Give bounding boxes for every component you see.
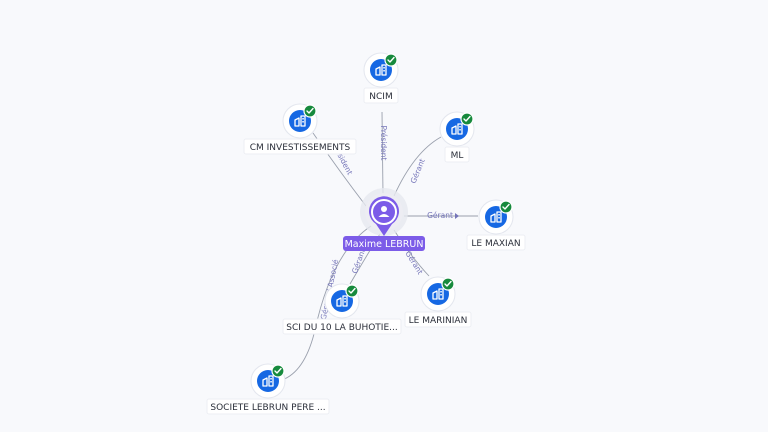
company-node-ml[interactable]: ML xyxy=(439,111,475,163)
verified-check-icon xyxy=(460,112,474,126)
edge-line xyxy=(393,136,442,197)
center-node[interactable]: Maxime LEBRUN xyxy=(343,188,425,251)
node-label-bg xyxy=(466,234,526,251)
company-label: SOCIETE LEBRUN PERE ... xyxy=(210,403,325,413)
company-label: NCIM xyxy=(369,92,392,102)
edge-label: Gérant xyxy=(403,249,424,276)
person-marker xyxy=(369,196,399,236)
person-icon xyxy=(378,206,390,217)
edge-label: Gérant xyxy=(409,157,427,184)
node-label-bg xyxy=(404,311,472,328)
verified-check-icon xyxy=(499,200,513,214)
company-node-maxian[interactable]: LE MAXIAN xyxy=(466,199,526,251)
edge-r-sci-societe xyxy=(281,333,315,381)
verified-check-icon xyxy=(271,364,285,378)
edge-line xyxy=(314,225,372,331)
company-label: LE MAXIAN xyxy=(471,239,520,249)
edge-line xyxy=(393,229,430,277)
company-node-cm[interactable]: CM INVESTISSEMENTS xyxy=(243,103,357,155)
company-label: SCI DU 10 LA BUHOTIE... xyxy=(286,323,397,333)
company-label: ML xyxy=(451,151,464,161)
edge-r-ml: Gérant xyxy=(393,136,442,197)
company-node-sci[interactable]: SCI DU 10 LA BUHOTIE... xyxy=(282,283,402,335)
node-label-bg xyxy=(243,138,357,155)
nodes-layer: NCIM CM INVESTISSEMENTS ML LE MAXIAN LE MARI… xyxy=(206,52,526,415)
company-label: LE MARINIAN xyxy=(409,316,468,326)
node-label-bg xyxy=(206,398,330,415)
verified-check-icon xyxy=(441,277,455,291)
edge-label: Président xyxy=(379,126,388,161)
node-label-bg xyxy=(363,87,399,104)
company-node-marinian[interactable]: LE MARINIAN xyxy=(404,276,472,328)
edge-r-maxian: Gérant xyxy=(404,211,478,220)
node-label-bg xyxy=(444,146,470,163)
edge-label: Gérant xyxy=(350,247,367,274)
company-node-ncim[interactable]: NCIM xyxy=(363,52,399,104)
verified-check-icon xyxy=(384,53,398,67)
edge-line xyxy=(281,333,315,381)
arrow-icon xyxy=(455,213,459,219)
company-node-societe[interactable]: SOCIETE LEBRUN PERE ... xyxy=(206,363,330,415)
edge-label: Gérant xyxy=(427,211,453,220)
verified-check-icon xyxy=(345,284,359,298)
center-label-bg xyxy=(343,236,425,251)
center-label: Maxime LEBRUN xyxy=(345,239,424,250)
verified-check-icon xyxy=(303,104,317,118)
node-label-bg xyxy=(282,318,402,335)
company-label: CM INVESTISSEMENTS xyxy=(250,143,351,153)
edge-r-ncim: Président xyxy=(379,111,388,195)
edge-line xyxy=(381,111,384,195)
